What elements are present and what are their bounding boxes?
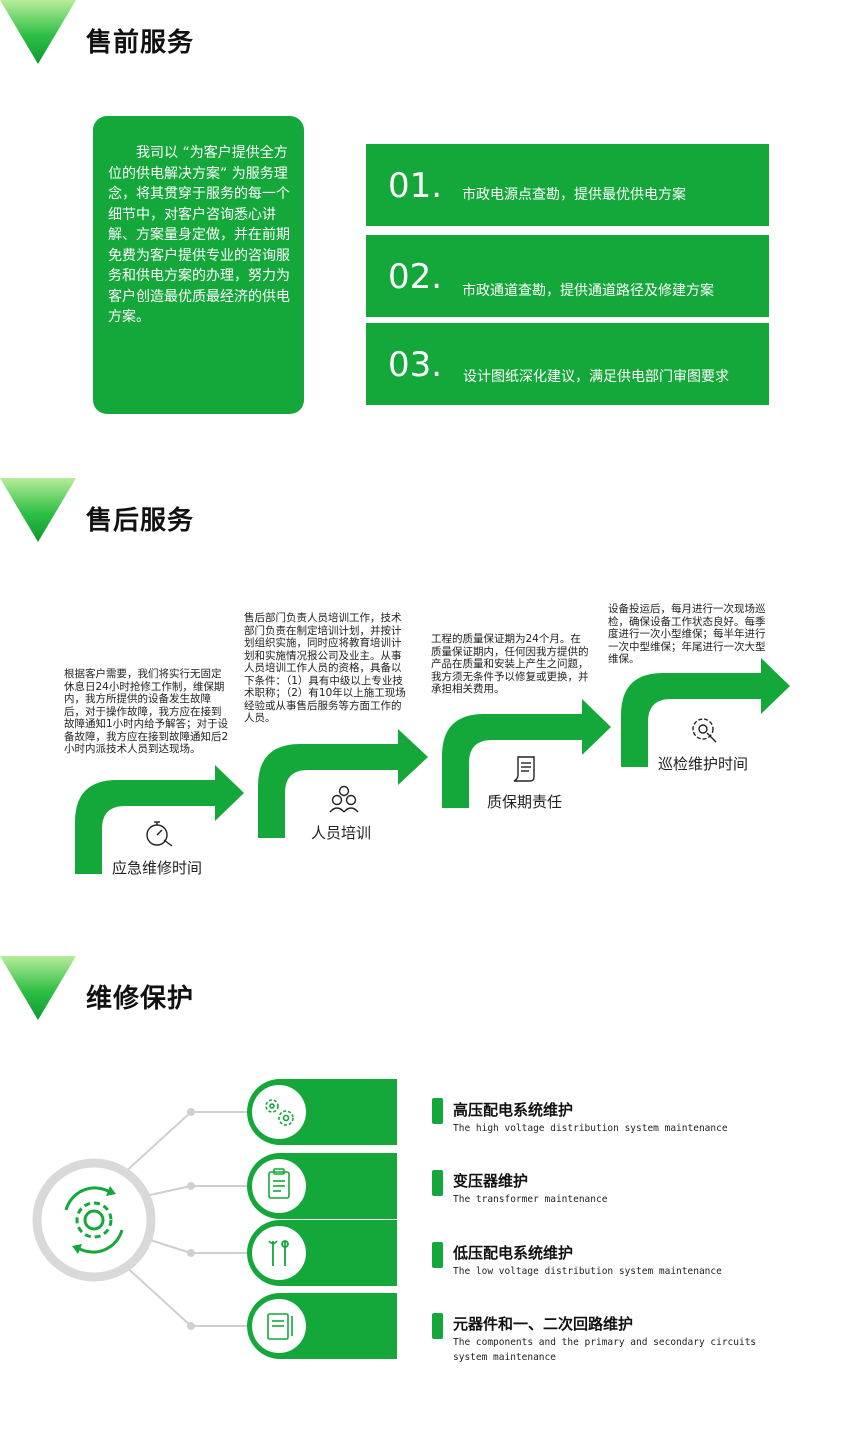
section-title-maintenance: 维修保护 [86,984,195,1014]
step-text-1: 根据客户需要，我们将实行无固定休息日24小时抢修工作制，维保期内，我方所提供的设… [64,668,229,755]
section-marker-triangle [0,478,76,542]
stopwatch-icon [146,821,173,847]
maintenance-diagram [32,1079,397,1359]
pre-sale-item-1: 01. 市政电源点查勘，提供最优供电方案 [366,144,769,226]
maintenance-item-title-2: 变压器维护 [453,1172,529,1190]
document-scroll-icon [513,756,535,782]
pre-sale-item-text: 市政电源点查勘，提供最优供电方案 [462,187,686,203]
step-label-1: 应急维修时间 [112,859,203,877]
maintenance-item-subtitle-2: The transformer maintenance [453,1194,608,1205]
step-arrow-2 [258,729,428,838]
section-title-pre-sale: 售前服务 [86,28,195,58]
maintenance-item-subtitle-3: The low voltage distribution system main… [453,1266,722,1277]
section-marker-triangle [0,0,76,64]
section-title-after-sale: 售后服务 [86,506,195,536]
step-text-4: 设备投运后，每月进行一次现场巡检，确保设备工作状态良好。每季度进行一次小型维保；… [608,603,766,665]
tools-icon [268,1240,289,1266]
pre-sale-item-number: 01. [388,166,443,206]
step-text-3: 工程的质量保证期为24个月。在质量保证期内，任何因我方提供的产品在质量和安装上产… [431,633,589,695]
pre-sale-intro-box: 我司以 “为客户提供全方位的供电解决方案” 为服务理念，将其贯穿于服务的每一个细… [93,116,304,414]
maintenance-item-subtitle-1: The high voltage distribution system mai… [453,1123,728,1134]
gears-icon [265,1099,294,1126]
cycle-gear-icon [64,1186,124,1254]
pre-sale-item-number: 02. [388,257,443,297]
clipboard-icon [268,1168,290,1199]
maintenance-item-marker [432,1313,443,1339]
maintenance-item-title-1: 高压配电系统维护 [453,1101,574,1119]
step-arrow-3 [442,699,611,808]
step-label-3: 质保期责任 [487,793,563,811]
maintenance-item-title-3: 低压配电系统维护 [453,1244,574,1262]
step-label-4: 巡检维护时间 [658,755,749,773]
step-text-2: 售后部门负责人员培训工作，技术部门负责在制定培训计划，并按计划组织实施，同时应将… [244,612,406,724]
after-sale-step-arrows [75,658,790,874]
pre-sale-item-text: 市政通道查勘，提供通道路径及修建方案 [462,283,714,299]
pre-sale-item-3: 03. 设计图纸深化建议，满足供电部门审图要求 [366,323,769,405]
maintenance-item-marker [432,1242,443,1268]
step-arrow-4 [621,658,790,767]
manual-icon [267,1313,293,1340]
maintenance-item-subtitle-4: The components and the primary and secon… [453,1337,757,1363]
pre-sale-item-2: 02. 市政通道查勘，提供通道路径及修建方案 [366,235,769,317]
people-icon [329,785,359,813]
pre-sale-item-text: 设计图纸深化建议，满足供电部门审图要求 [463,369,729,385]
section-marker-triangle [0,956,76,1020]
pre-sale-intro-text: 我司以 “为客户提供全方位的供电解决方案” 为服务理念，将其贯穿于服务的每一个细… [108,145,290,325]
maintenance-item-marker [432,1170,443,1196]
pre-sale-item-number: 03. [388,345,443,385]
step-label-2: 人员培训 [311,824,372,842]
maintenance-item-title-4: 元器件和一、二次回路维护 [453,1315,634,1333]
gear-wrench-icon [692,718,717,743]
maintenance-item-marker [432,1098,443,1124]
step-arrow-1 [75,765,244,874]
